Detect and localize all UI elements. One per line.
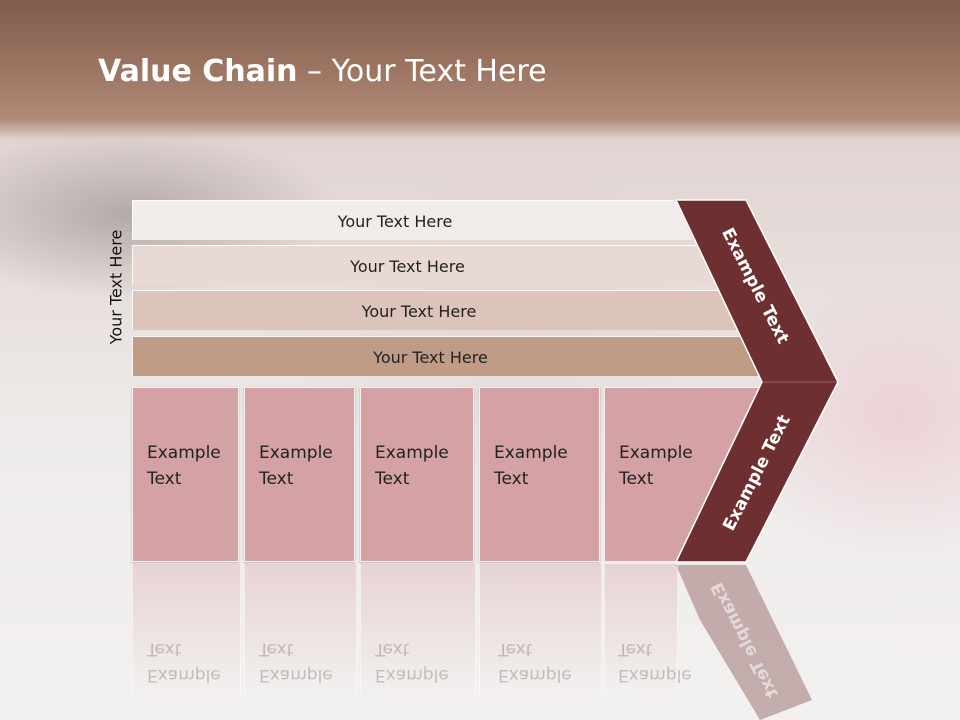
activity-block-5-label: Example Text bbox=[619, 443, 693, 489]
activity-block-2-label: Example Text bbox=[259, 443, 333, 489]
activity-block-3: Example Text bbox=[360, 387, 474, 562]
title-separator: – bbox=[297, 54, 332, 89]
activity-block-1: Example Text bbox=[132, 387, 239, 562]
title-band bbox=[0, 0, 960, 140]
title-rest: Your Text Here bbox=[331, 54, 547, 89]
band-4-label: Your Text Here bbox=[373, 347, 488, 367]
band-2: Your Text Here bbox=[132, 245, 717, 285]
band-2-label: Your Text Here bbox=[350, 256, 465, 276]
activity-block-4: Example Text bbox=[479, 387, 600, 562]
activity-block-2: Example Text bbox=[244, 387, 355, 562]
band-1: Your Text Here bbox=[132, 200, 692, 240]
chevron-shape bbox=[674, 199, 839, 563]
band-4: Your Text Here bbox=[132, 336, 763, 376]
band-3: Your Text Here bbox=[132, 290, 740, 330]
band-3-label: Your Text Here bbox=[361, 301, 477, 321]
chevron-reflection bbox=[676, 565, 812, 720]
band-1-label: Your Text Here bbox=[337, 211, 453, 231]
activity-block-3-label: Example Text bbox=[375, 443, 449, 489]
title-bold: Value Chain bbox=[98, 54, 298, 89]
activity-block-4-label: Example Text bbox=[494, 443, 568, 489]
slide-title: Value Chain – Your Text Here bbox=[98, 54, 547, 89]
activity-block-1-label: Example Text bbox=[147, 443, 221, 489]
